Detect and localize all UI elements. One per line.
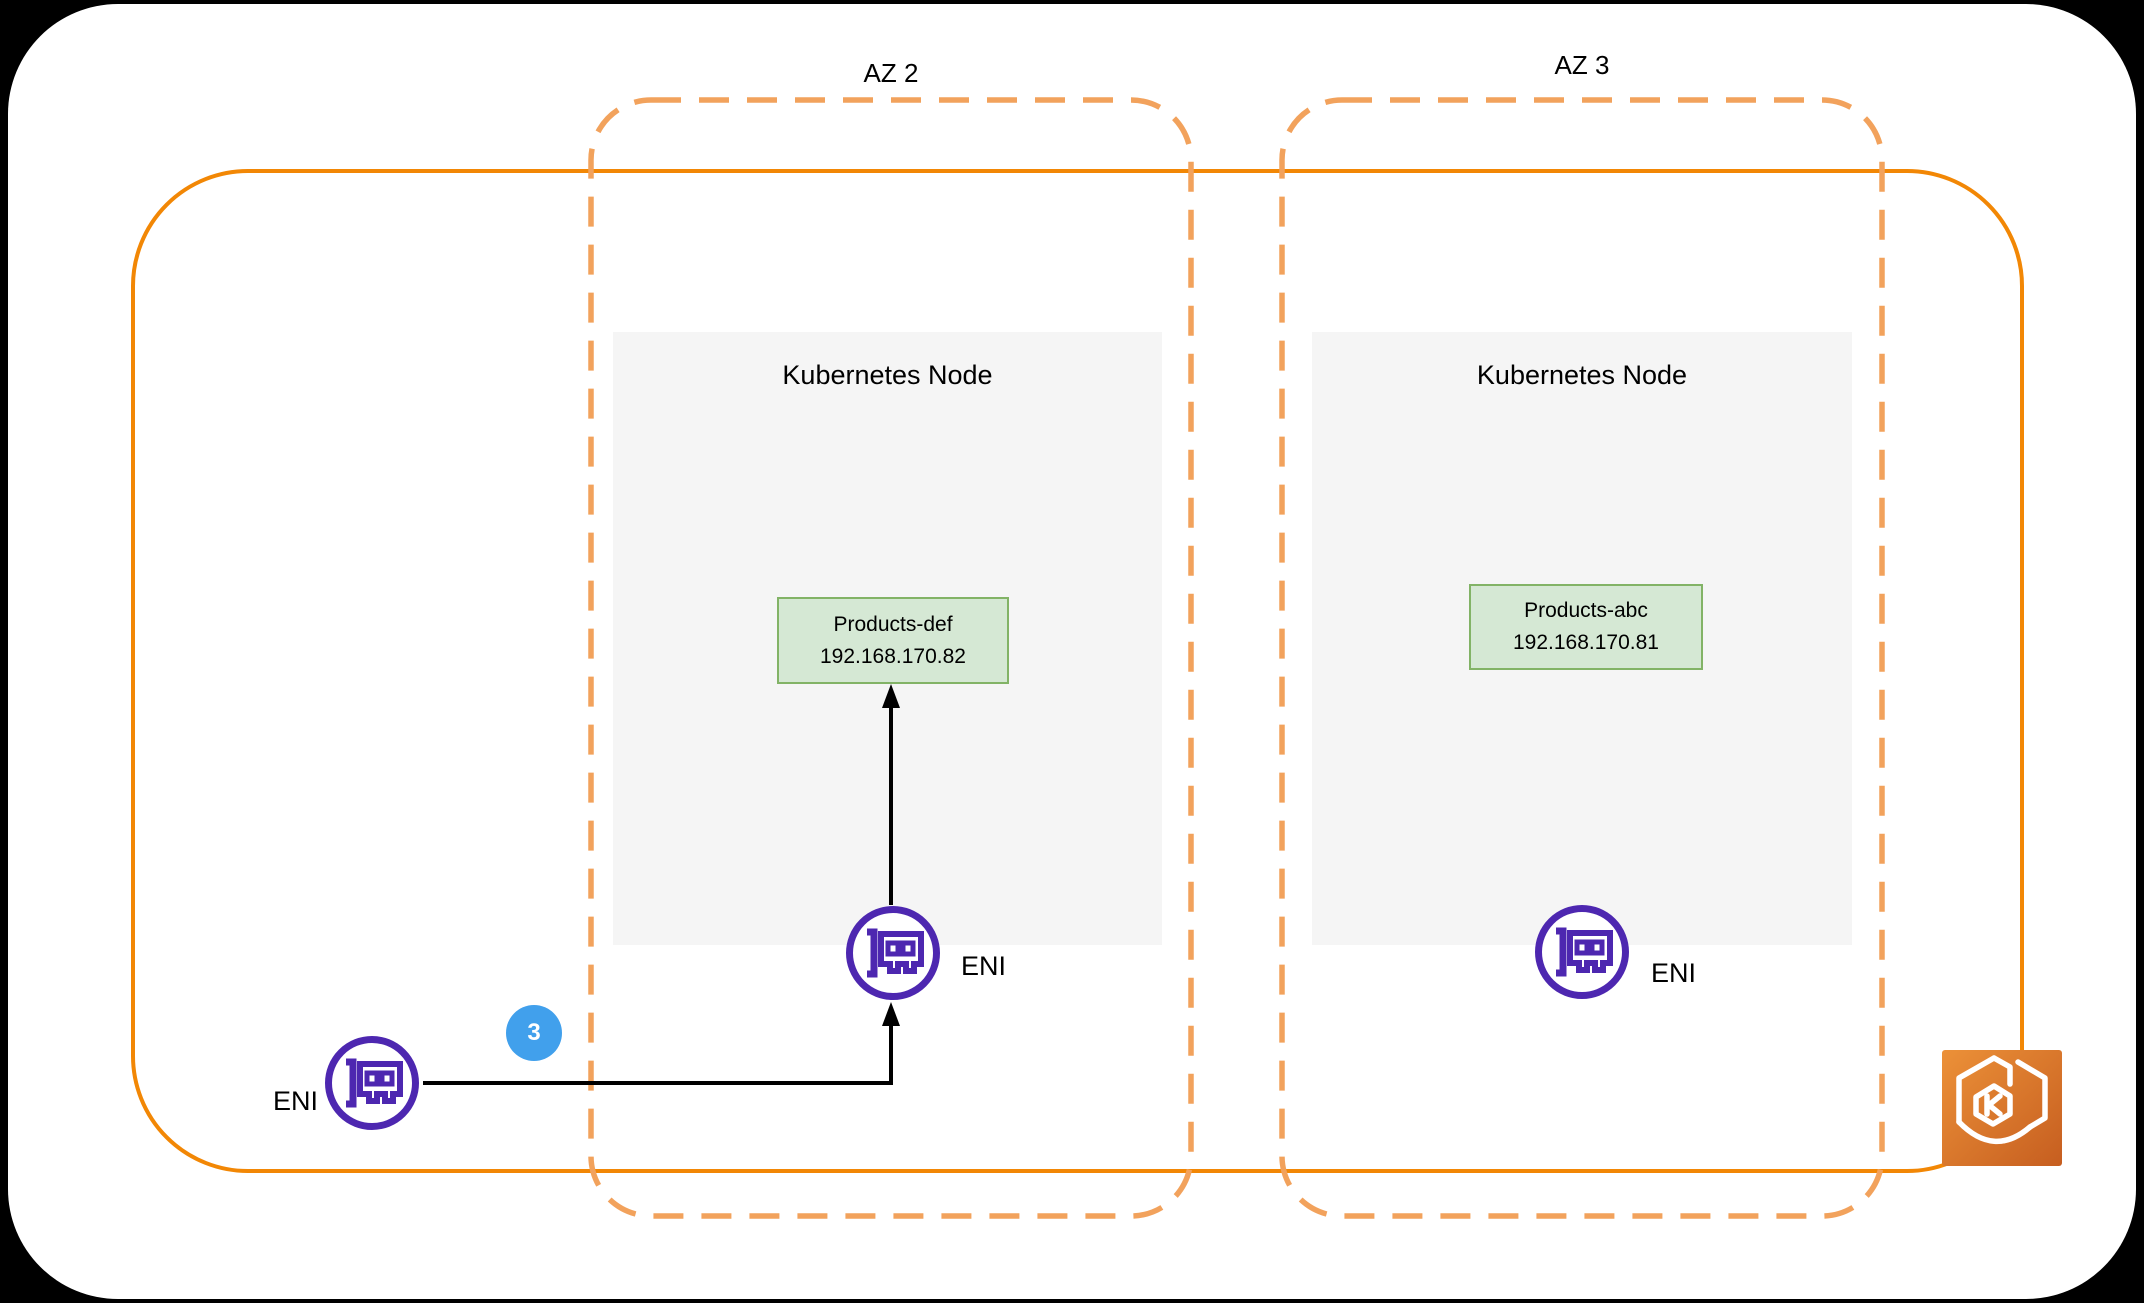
node-title: Kubernetes Node: [1476, 360, 1688, 390]
eni-label-node-az2: ENI: [961, 951, 1007, 981]
az-label-2: AZ 2: [863, 58, 919, 88]
pod-name: Products-abc: [1524, 599, 1648, 622]
pod-ip: 192.168.170.82: [820, 644, 966, 668]
pod-name: Products-def: [833, 612, 953, 636]
node-title: Kubernetes Node: [782, 360, 993, 390]
pod-ip: 192.168.170.81: [1513, 631, 1659, 654]
amazon-eks-icon: [1942, 1050, 2062, 1166]
pod-products-abc: Products-abc 192.168.170.81: [1469, 584, 1703, 670]
network-interface-icon: [846, 906, 940, 1000]
eni-label-node-az3: ENI: [1651, 958, 1697, 988]
step-badge-value: 3: [527, 1019, 541, 1046]
eni-icon-node-az2: [843, 903, 943, 1003]
eni-label-external: ENI: [272, 1086, 318, 1116]
network-interface-icon: [325, 1036, 419, 1130]
network-interface-icon: [1535, 905, 1629, 999]
eni-icon-node-az3: [1532, 902, 1632, 1002]
pod-products-def: Products-def 192.168.170.82: [777, 597, 1009, 684]
eni-icon-external: [322, 1033, 422, 1133]
eks-logo: [1942, 1050, 2062, 1166]
az-label-3: AZ 3: [1554, 50, 1610, 80]
step-badge: 3: [506, 1005, 562, 1061]
